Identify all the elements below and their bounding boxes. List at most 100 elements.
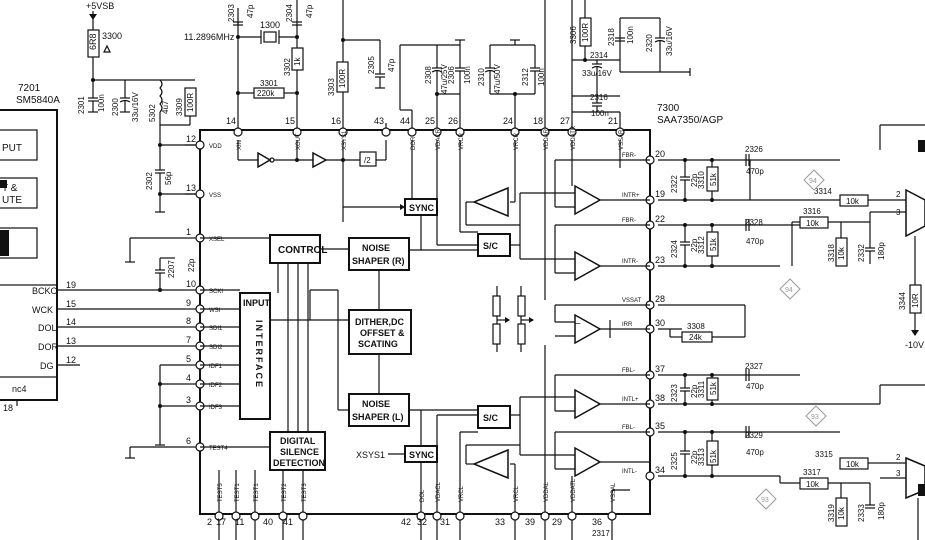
cap-2306-ref: 2306 [447, 66, 456, 84]
left-pin-name: TEST4 [209, 446, 228, 452]
left-pin-name: VDD [209, 144, 222, 150]
right-filter-network: 2322 22p 3310 51k 2326 470p 2324 22p 331… [592, 124, 925, 540]
ref-resistor-1 [492, 295, 501, 317]
cap-2332-ref: 2332 [857, 244, 866, 262]
cap-2323-ref: 2323 [670, 384, 679, 402]
ic-7201-foot-num: 18 [3, 403, 13, 413]
sync-l-label: SYNC [409, 450, 435, 460]
left-pin-name: VSS [209, 193, 221, 199]
r-output-amp-1 [574, 184, 602, 216]
right-pin-num: 20 [655, 149, 665, 159]
noise-r-label-1: NOISE [362, 243, 390, 253]
bottom-pin-name: VSSAL [611, 482, 617, 502]
fuse-ref: 3300 [102, 31, 122, 41]
right-pin-num: 34 [655, 465, 665, 475]
bottom-pin-num: 2 [207, 517, 212, 527]
res-3308-val: 24k [689, 333, 703, 342]
right-pin-34 [645, 471, 655, 481]
bottom-pin-num: 33 [495, 517, 505, 527]
top-pin-num: 24 [503, 116, 513, 126]
cap-2325-val: 22p [690, 450, 699, 464]
cap-2301-val: 100n [97, 94, 106, 112]
control-label: CONTROL [278, 245, 327, 256]
silence-label-3: DETECTION [273, 458, 325, 468]
pin-bcko-label: BCKO [32, 286, 58, 296]
r-channel-amps [465, 140, 650, 300]
left-pin-name: IDF3 [209, 405, 223, 411]
crystal-section: 11.2896MHz 1300 2303 47p 2304 47p 1k 330… [184, 0, 314, 123]
bottom-pin-41 [298, 511, 308, 521]
irr-amp [574, 313, 602, 345]
cap-2310-ref: 2310 [477, 68, 486, 86]
div2-label: /2 [364, 156, 371, 165]
bottom-pin-num: 41 [283, 517, 293, 527]
l-channel-amps [465, 345, 650, 505]
bottom-pin-name: TEST5 [218, 483, 224, 502]
left-pin-12 [195, 140, 205, 150]
input-interface-block [239, 292, 271, 420]
top-pin-num: 21 [608, 116, 618, 126]
res-3318-ref: 3318 [827, 244, 836, 262]
cap-2322-ref: 2322 [670, 175, 679, 193]
left-pin-name: SCKI [209, 289, 223, 295]
sc-l-label: S/C [483, 413, 499, 423]
dither-label-3: SCATING [358, 339, 398, 349]
bottom-pin-29 [567, 511, 577, 521]
osc-buffer [312, 151, 328, 169]
top-pin-name: VRCR [459, 132, 465, 150]
marker-93-a [805, 405, 827, 427]
marker-93-b [755, 488, 777, 510]
res-3306-val: 100R [581, 23, 590, 42]
cap-2312-ref: 2312 [521, 68, 530, 86]
ic-7300-ref: 7300 [657, 103, 680, 114]
right-pin-name: INTR+ [622, 193, 640, 199]
rail-label: -10V [905, 340, 924, 350]
res-3302-ref: 3302 [283, 58, 292, 76]
sync-r-label: SYNC [409, 203, 435, 213]
opamp-r-pin2: 2 [896, 190, 901, 199]
cap-2302-ref: 2302 [145, 172, 154, 190]
top-pin-24 [510, 127, 520, 137]
cap-2318-val: 100n [626, 26, 635, 44]
res-3308-ref: 3308 [687, 322, 705, 331]
vdda-section: 100R 3306 2318 100n 2320 33u/16V 2314 33… [544, 0, 691, 123]
cap-2304-ref: 2304 [285, 4, 294, 22]
ic-7201-box2b-label: UTE [2, 195, 22, 206]
ind-5302-val: 4u7 [161, 100, 170, 114]
top-pin-num: 26 [448, 116, 458, 126]
cap-2302-val: 56p [164, 171, 173, 185]
opamp-r-pin3: 3 [896, 208, 901, 217]
cap-2301-ref: 2301 [77, 96, 86, 114]
cap-2329-val: 470p [746, 448, 764, 457]
bottom-pin-num: 42 [401, 517, 411, 527]
marker-94-b [779, 278, 801, 300]
bottom-pin-num: 11 [235, 517, 244, 527]
cap-2316-ref: 2316 [590, 93, 608, 102]
bottom-pin-name: TEST1 [254, 483, 260, 502]
res-3310-ref: 3310 [697, 171, 706, 189]
res-3314-ref: 3314 [814, 187, 832, 196]
left-pins: 12VDD13VSS1XSEL10SCKI9WSI8SDI17SDI25IDF1… [185, 134, 228, 452]
left-pin-num: 9 [186, 298, 191, 308]
top-pin-21 [615, 127, 625, 137]
left-pin-num: 1 [186, 227, 191, 237]
bottom-pin-name: DOL [420, 489, 426, 502]
res-3312-ref: 3312 [697, 236, 706, 254]
dither-label-2: OFFSET & [360, 328, 405, 338]
oscillator-section: /2 [237, 140, 405, 222]
left-pin-num: 6 [186, 436, 191, 446]
right-pin-name: FBL- [622, 368, 635, 374]
cap-2303-ref: 2303 [227, 4, 236, 22]
res-3312-val: 51k [709, 237, 718, 251]
res-3314-val: 10k [846, 197, 860, 206]
top-pin-27 [567, 127, 577, 137]
res-3311-val: 51k [709, 381, 718, 395]
noise-r-label-2: SHAPER (R) [352, 256, 405, 266]
res-3302-val: 1k [293, 57, 302, 66]
bottom-pin-name: VRCL [514, 485, 520, 502]
top-pin-num: 14 [226, 116, 236, 126]
l-output-amp-2 [574, 446, 602, 478]
top-pin-num: 15 [285, 116, 295, 126]
pin-19-num: 19 [66, 280, 76, 290]
